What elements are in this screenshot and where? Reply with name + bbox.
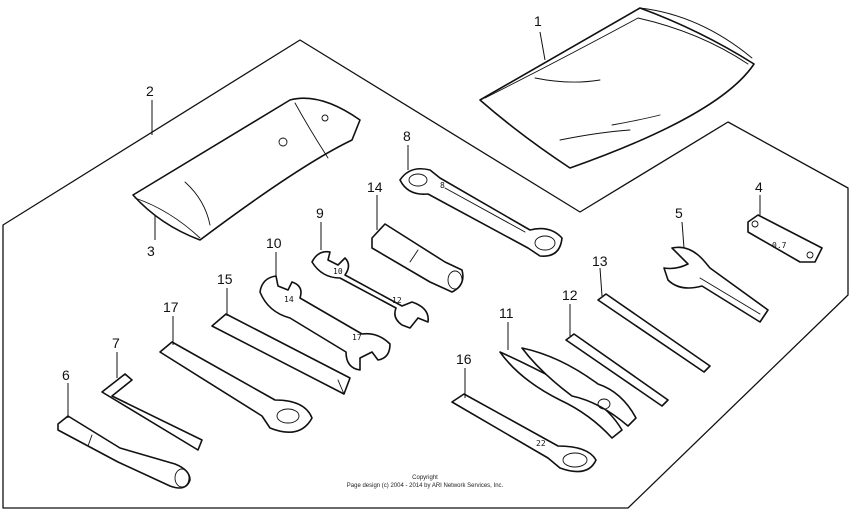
wrench-10-mark: 10 [333, 267, 343, 276]
callout-7: 7 [112, 335, 120, 351]
callout-5: 5 [675, 205, 683, 221]
plug-gap-tool-part[interactable]: 0.7 [747, 214, 823, 263]
tool-roll-part[interactable] [132, 97, 361, 241]
wrench-8-mark: 8 [440, 181, 445, 190]
copyright-line-1: Copyright [412, 475, 438, 481]
callout-13: 13 [592, 253, 608, 269]
box-wrench-16-part[interactable]: 22 [451, 393, 597, 473]
wrench-17-mark: 17 [352, 333, 362, 342]
socket-driver-part[interactable] [371, 223, 464, 293]
callout-17: 17 [163, 299, 179, 315]
open-wrench-10-part[interactable]: 14 17 [259, 275, 391, 371]
wrench-14-mark: 14 [284, 295, 294, 304]
callout-16: 16 [456, 351, 472, 367]
callout-2: 2 [146, 83, 154, 99]
callout-11: 11 [499, 305, 514, 321]
wrench-12-mark: 12 [392, 296, 402, 305]
handle-bar-part[interactable] [211, 313, 351, 395]
callout-10: 10 [266, 235, 282, 251]
open-wrench-9-part[interactable]: 10 12 [311, 250, 429, 329]
pliers-part[interactable] [499, 347, 637, 439]
plug-gap-mark: 0.7 [772, 241, 787, 250]
callout-3: 3 [147, 243, 155, 259]
callout-6: 6 [62, 367, 70, 383]
callout-14: 14 [367, 179, 383, 195]
socket-wrench-part[interactable] [57, 415, 191, 489]
screwdriver-12-part[interactable] [565, 333, 669, 407]
ring-wrench-8-part[interactable]: 8 [399, 167, 563, 257]
frame-outline [2, 39, 849, 509]
screwdriver-13-part[interactable] [597, 293, 711, 373]
callout-1: 1 [534, 13, 542, 29]
callout-12: 12 [562, 287, 578, 303]
callout-15: 15 [217, 271, 233, 287]
tool-bag-part[interactable] [479, 7, 755, 169]
callout-4: 4 [755, 179, 763, 195]
callout-9: 9 [316, 205, 324, 221]
hex-key-part[interactable] [101, 373, 203, 451]
box-wrench-17-part[interactable] [159, 341, 313, 434]
copyright-line-2: Page design (c) 2004 - 2014 by ARI Netwo… [347, 483, 504, 489]
wrench-22-mark: 22 [536, 439, 546, 448]
callout-8: 8 [403, 128, 411, 144]
pin-spanner-part[interactable] [663, 246, 769, 323]
